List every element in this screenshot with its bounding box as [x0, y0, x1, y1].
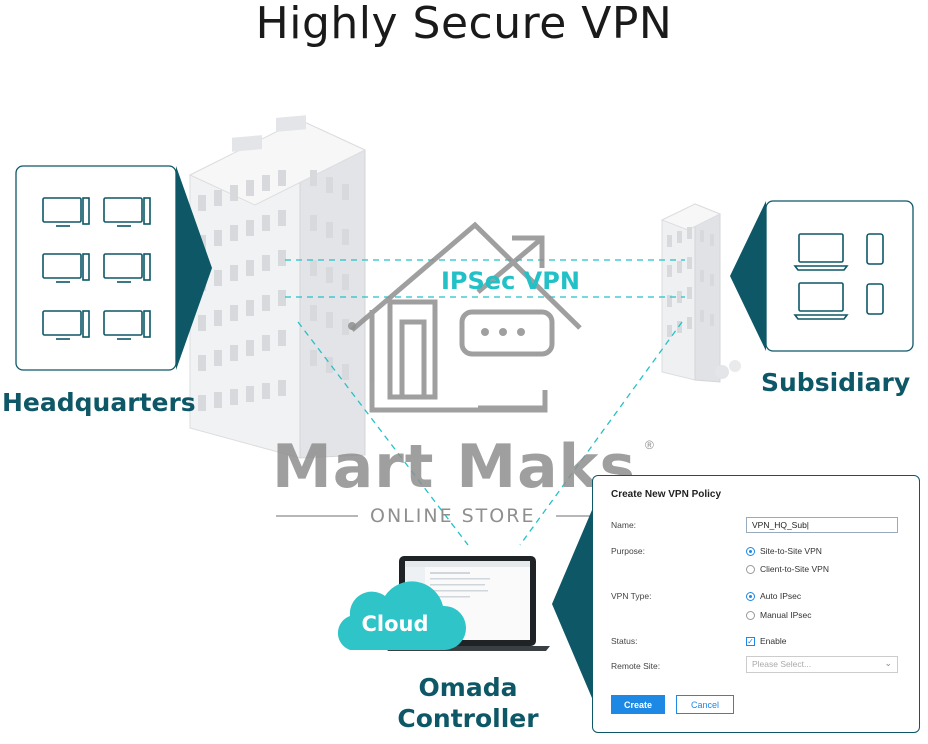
- status-label: Status:: [611, 636, 638, 646]
- radio-unselected-icon: [746, 610, 755, 620]
- vpn-policy-title: Create New VPN Policy: [611, 489, 722, 500]
- headquarters-device-panel: [15, 165, 212, 371]
- headquarters-building-icon: [188, 115, 367, 459]
- omada-controller-label: Omada Controller: [388, 672, 548, 734]
- panel-pointer: [552, 510, 592, 698]
- desktop-computer-icon: [42, 197, 151, 340]
- page-title: Highly Secure VPN: [255, 0, 673, 49]
- watermark-brand: Mart Maks: [272, 432, 637, 502]
- phone-icon: [866, 233, 884, 315]
- purpose-site-to-site-radio[interactable]: Site-to-Site VPN: [746, 546, 822, 556]
- remote-site-placeholder: Please Select...: [752, 659, 812, 669]
- remote-site-select[interactable]: Please Select... ⌄: [746, 656, 898, 673]
- cancel-button[interactable]: Cancel: [676, 695, 734, 714]
- watermark-registered-mark: ®: [645, 438, 654, 452]
- radio-unselected-icon: [746, 564, 755, 574]
- purpose-client-to-site-radio[interactable]: Client-to-Site VPN: [746, 564, 829, 574]
- cloud-icon: [337, 581, 467, 650]
- purpose-label: Purpose:: [611, 546, 646, 556]
- subsidiary-label: Subsidiary: [761, 368, 911, 397]
- watermark-house-icon: [350, 221, 582, 413]
- name-input[interactable]: VPN_HQ_Sub|: [746, 517, 898, 533]
- radio-label: Auto IPsec: [760, 591, 802, 601]
- radio-selected-icon: [746, 591, 755, 601]
- vpn-type-label: VPN Type:: [611, 591, 652, 601]
- vpn-type-auto-ipsec-radio[interactable]: Auto IPsec: [746, 591, 801, 601]
- status-enable-checkbox[interactable]: ✓ Enable: [746, 636, 786, 646]
- laptop-icon: [793, 233, 849, 320]
- radio-selected-icon: [746, 546, 755, 556]
- ipsec-vpn-label: IPSec VPN: [441, 267, 580, 295]
- subsidiary-device-panel: [730, 200, 914, 352]
- chevron-down-icon: ⌄: [884, 658, 892, 668]
- vpn-policy-panel: Create New VPN Policy Name: VPN_HQ_Sub| …: [592, 475, 920, 733]
- cloud-label: Cloud: [361, 612, 429, 636]
- name-label: Name:: [611, 520, 637, 530]
- subsidiary-building-icon: [660, 203, 741, 383]
- vpn-tunnel-lines: [285, 259, 685, 546]
- omada-label-line2: Controller: [397, 704, 539, 733]
- radio-label: Site-to-Site VPN: [760, 546, 822, 556]
- headquarters-label: Headquarters: [2, 388, 196, 417]
- radio-label: Client-to-Site VPN: [760, 564, 829, 574]
- create-button[interactable]: Create: [611, 695, 665, 714]
- omada-label-line1: Omada: [418, 673, 518, 702]
- watermark-tagline: ONLINE STORE: [370, 505, 536, 527]
- checkbox-label: Enable: [760, 636, 787, 646]
- vpn-type-manual-ipsec-radio[interactable]: Manual IPsec: [746, 610, 812, 620]
- radio-label: Manual IPsec: [760, 610, 812, 620]
- remote-site-label: Remote Site:: [611, 661, 661, 671]
- checkmark-icon: ✓: [746, 636, 755, 646]
